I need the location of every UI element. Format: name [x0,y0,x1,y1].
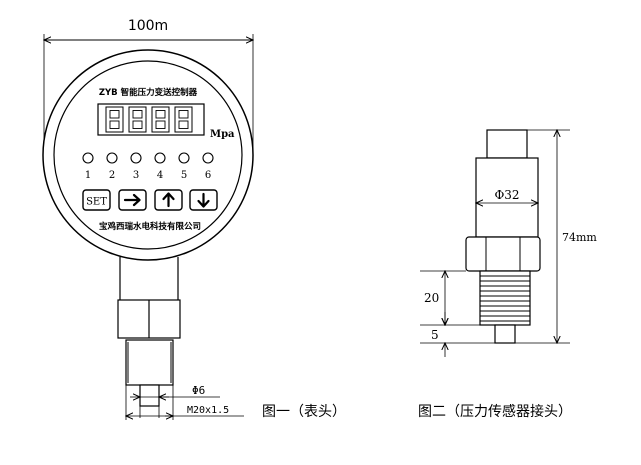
display-digit [128,106,147,133]
right-button[interactable] [118,189,147,211]
indicator-led: 5 [178,152,190,181]
control-buttons: SET [82,189,218,211]
thread-dimension-label: M20x1.5 [187,405,229,416]
led-label: 3 [133,170,139,181]
set-button[interactable]: SET [82,189,111,211]
display-unit: Mpa [210,129,235,140]
led-label: 4 [157,170,163,181]
gauge-neck [117,257,181,339]
arrow-down-icon [197,192,210,208]
svg-text:SET: SET [86,197,107,208]
down-button[interactable] [189,189,218,211]
display-digit [174,106,193,133]
figure-2-sensor-connector: Φ32 74mm 20 5 图二（压力传感器接头） [418,130,597,420]
sensor-thread [479,270,531,326]
height-dimension-label: 74mm [562,231,597,244]
diameter-dimension-label: Φ32 [494,188,519,202]
indicator-led: 6 [202,152,214,181]
tip-length-dimension: 5 [420,312,495,357]
led-label: 6 [205,170,211,181]
indicator-led: 1 [82,152,94,181]
diameter-dimension: Φ32 [476,188,538,203]
display-digit [105,106,124,133]
display-digit [151,106,170,133]
arrow-up-icon [162,192,175,208]
height-dimension: 74mm [515,130,597,343]
sensor-cable-section [486,129,528,159]
panel-title: ZYB 智能压力变送控制器 [99,87,198,98]
width-dimension: 100m [44,18,253,150]
thread-section [125,339,174,407]
indicator-led: 2 [106,152,118,181]
manufacturer-label: 宝鸡西瑞水电科技有限公司 [99,221,201,232]
sensor-body [475,157,539,238]
led-label: 5 [181,170,187,181]
led-label: 2 [109,170,115,181]
arrow-right-icon [123,193,141,207]
width-dimension-label: 100m [128,18,168,34]
digital-display: Mpa [97,103,235,140]
indicator-led: 3 [130,152,142,181]
figure-1-gauge-head: 100m ZYB 智能压力变送控制器 Mpa 1 2 3 4 5 6 SET [42,18,346,420]
sensor-tip [494,324,516,344]
tip-length-label: 5 [431,328,439,342]
indicator-leds: 1 2 3 4 5 6 [82,152,214,181]
up-button[interactable] [154,189,183,211]
thread-length-label: 20 [424,291,439,305]
indicator-led: 4 [154,152,166,181]
figure-2-caption: 图二（压力传感器接头） [418,403,572,420]
thread-dimension: M20x1.5 [126,385,244,420]
figure-1-caption: 图一（表头） [262,404,346,420]
led-label: 1 [85,170,91,181]
sensor-hex-nut [465,236,541,272]
bore-dimension-label: Φ6 [192,384,205,397]
